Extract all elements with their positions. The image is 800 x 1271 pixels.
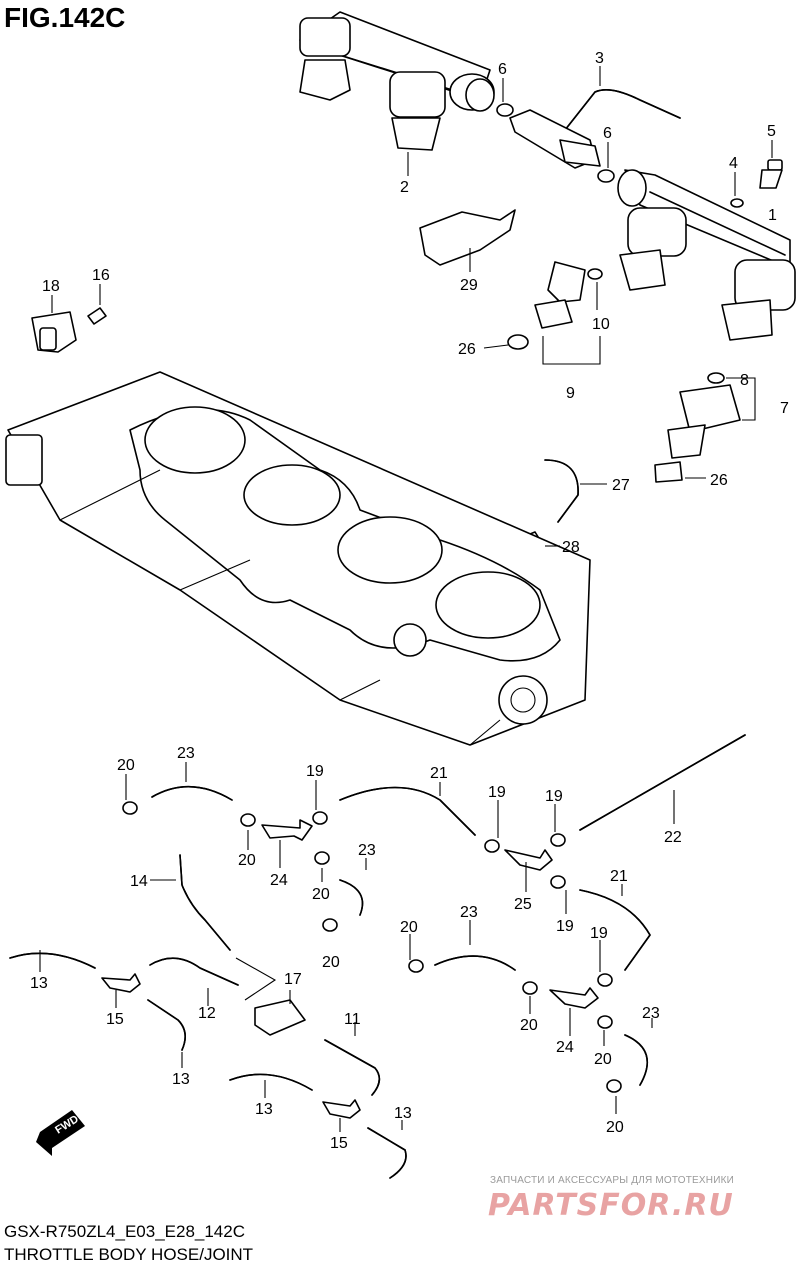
callout-23: 23 xyxy=(358,842,376,859)
callout-14: 14 xyxy=(130,873,148,890)
fuel-rail-rear xyxy=(299,11,495,151)
callout-28: 28 xyxy=(562,539,580,556)
callout-27: 27 xyxy=(612,477,630,494)
model-code: GSX-R750ZL4_E03_E28_142C xyxy=(4,1222,245,1241)
secondary-injector xyxy=(507,261,603,350)
screw-16 xyxy=(87,307,107,325)
callout-11: 11 xyxy=(344,1011,361,1028)
callout-17: 17 xyxy=(284,971,302,988)
callout-9: 9 xyxy=(566,385,575,402)
hose-21-a xyxy=(339,786,476,836)
callout-25: 25 xyxy=(514,896,532,913)
sensor-18 xyxy=(31,311,77,353)
callout-19: 19 xyxy=(306,763,324,780)
joint-17 xyxy=(254,999,306,1036)
callout-7: 7 xyxy=(780,400,789,417)
figure-caption: THROTTLE BODY HOSE/JOINT xyxy=(4,1245,254,1264)
hose-14 xyxy=(179,854,231,951)
callout-18: 18 xyxy=(42,278,60,295)
callout-23: 23 xyxy=(177,745,195,762)
callout-5: 5 xyxy=(767,123,776,140)
callout-24: 24 xyxy=(556,1039,574,1056)
callout-20: 20 xyxy=(594,1051,612,1068)
callout-21: 21 xyxy=(610,868,628,885)
callout-20: 20 xyxy=(117,757,135,774)
callout-12: 12 xyxy=(198,1005,216,1022)
callout-16: 16 xyxy=(92,267,110,284)
o-ring-upper xyxy=(496,103,514,117)
t-joint-15-a xyxy=(101,973,141,993)
forward-direction-arrow-icon xyxy=(36,1110,85,1156)
callout-19: 19 xyxy=(545,788,563,805)
callout-13: 13 xyxy=(394,1105,412,1122)
callout-15: 15 xyxy=(106,1011,124,1028)
t-joint-15-b xyxy=(322,1099,361,1119)
callout-26: 26 xyxy=(458,341,476,358)
rail-bolt xyxy=(759,159,783,189)
callout-labels: 3 6 6 5 4 1 2 29 10 26 9 8 7 26 18 16 27… xyxy=(30,50,789,1152)
callout-10: 10 xyxy=(592,316,610,333)
hose-12 xyxy=(149,957,239,986)
callout-19: 19 xyxy=(556,918,574,935)
callout-29: 29 xyxy=(460,277,478,294)
callout-20: 20 xyxy=(520,1017,538,1034)
callout-3: 3 xyxy=(595,50,604,67)
callout-1: 1 xyxy=(768,207,777,224)
callout-20: 20 xyxy=(606,1119,624,1136)
callout-13: 13 xyxy=(30,975,48,992)
callout-13: 13 xyxy=(172,1071,190,1088)
bolt-washer xyxy=(730,198,744,208)
watermark-logo: PARTSFOR.RU xyxy=(488,1188,734,1223)
primary-injector xyxy=(654,372,741,483)
callout-leaders xyxy=(39,66,773,1132)
callout-13: 13 xyxy=(255,1101,273,1118)
callout-22: 22 xyxy=(664,829,682,846)
throttle-body-assembly xyxy=(5,371,591,746)
watermark-subtitle: ЗАПЧАСТИ И АКСЕССУАРЫ ДЛЯ МОТОТЕХНИКИ xyxy=(490,1175,735,1186)
callout-20: 20 xyxy=(322,954,340,971)
callout-19: 19 xyxy=(488,784,506,801)
fuel-rail-front xyxy=(617,169,796,341)
callout-21: 21 xyxy=(430,765,448,782)
hose-11 xyxy=(324,1039,381,1096)
hose-27 xyxy=(544,459,579,523)
callout-23: 23 xyxy=(460,904,478,921)
t-joint-24-b xyxy=(549,987,599,1009)
t-joint-25 xyxy=(504,849,553,871)
callout-20: 20 xyxy=(312,886,330,903)
callout-19: 19 xyxy=(590,925,608,942)
callout-23: 23 xyxy=(642,1005,660,1022)
figure-title: FIG.142C xyxy=(4,2,126,33)
callout-6: 6 xyxy=(498,61,507,78)
callout-6: 6 xyxy=(603,125,612,142)
callout-15: 15 xyxy=(330,1135,348,1152)
fuel-feed-pipe xyxy=(509,89,681,169)
hose-clamps xyxy=(122,801,622,1093)
callout-20: 20 xyxy=(400,919,418,936)
callout-8: 8 xyxy=(740,372,749,389)
injector-cushion-29 xyxy=(419,209,516,266)
callout-26: 26 xyxy=(710,472,728,489)
callout-2: 2 xyxy=(400,179,409,196)
callout-4: 4 xyxy=(729,155,738,172)
callout-24: 24 xyxy=(270,872,288,889)
hose-13-b xyxy=(147,999,186,1051)
o-ring-lower xyxy=(597,169,615,183)
callout-20: 20 xyxy=(238,852,256,869)
t-joint-24-a xyxy=(261,819,313,841)
